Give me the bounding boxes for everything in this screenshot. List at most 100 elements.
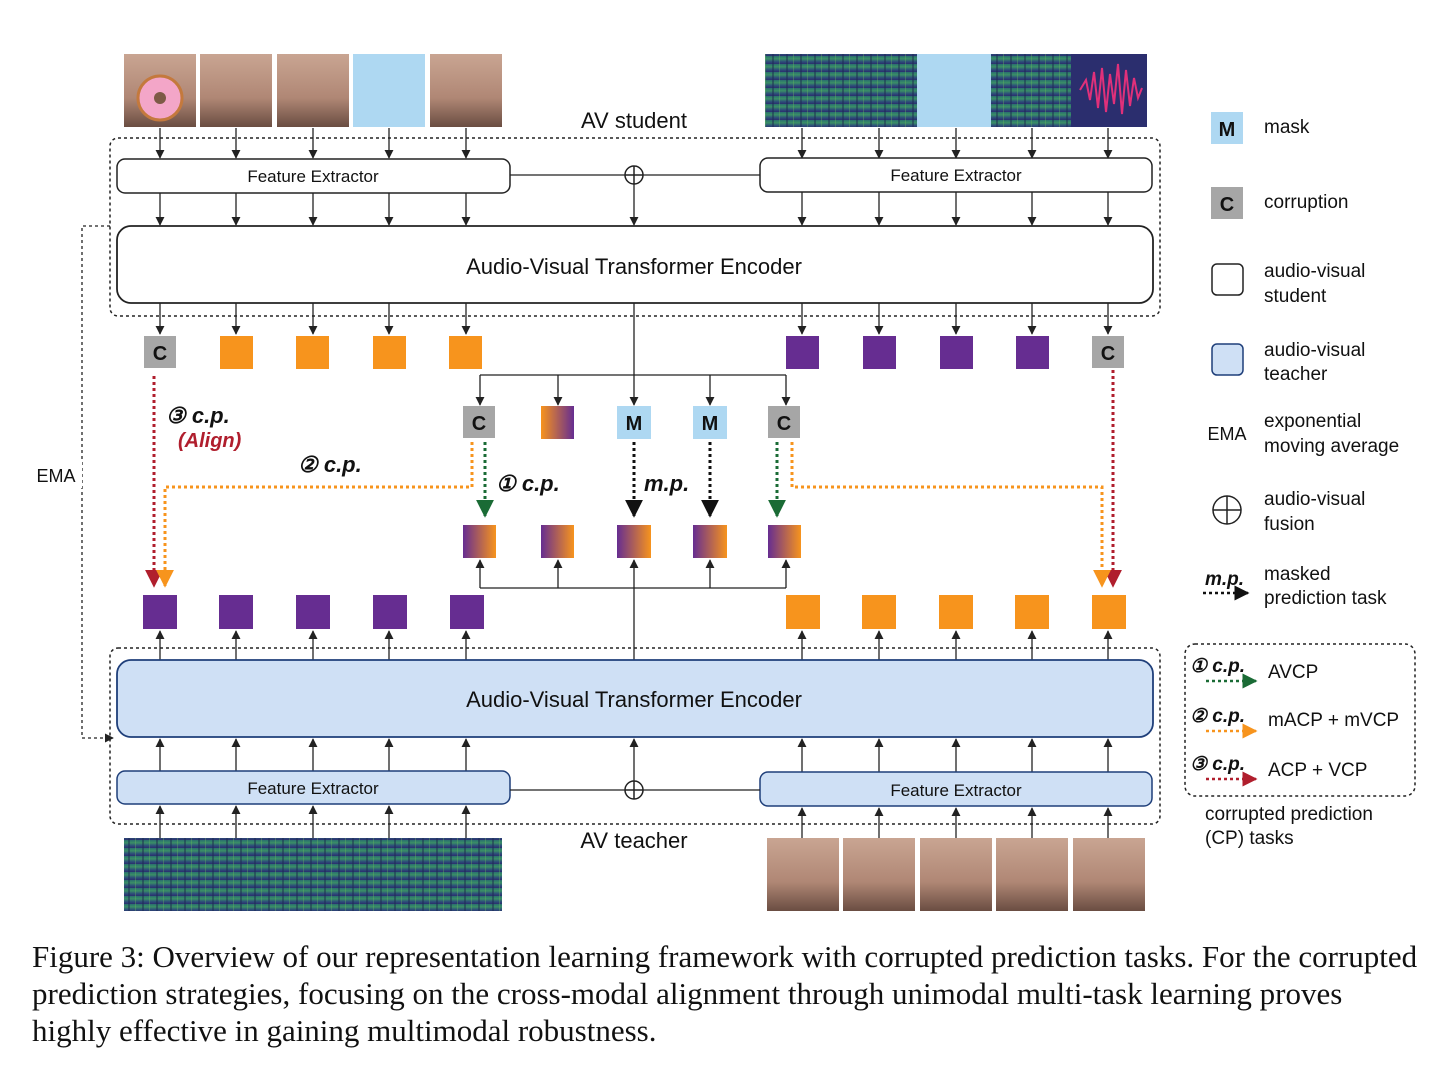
student-video-outputs: C — [144, 336, 482, 369]
av-student-label: AV student — [581, 108, 687, 133]
av-teacher-label: AV teacher — [580, 828, 687, 853]
audio-token — [786, 336, 819, 369]
fusion-icon — [624, 165, 644, 185]
video-token — [939, 595, 973, 629]
fused-token — [693, 525, 727, 558]
student-audio-spectrogram — [765, 54, 1147, 127]
teacher-boundary — [109, 647, 1161, 825]
masked-frame — [353, 54, 425, 127]
teacher-audio-outputs — [143, 595, 484, 629]
ema-arrow — [81, 225, 114, 743]
svg-text:moving average: moving average — [1264, 436, 1399, 457]
audio-token — [940, 336, 973, 369]
student-transformer-encoder — [116, 225, 1154, 304]
video-frame — [430, 54, 502, 127]
legend-mask-swatch — [1211, 112, 1243, 144]
feature-extractor-label: Feature Extractor — [247, 167, 379, 186]
fused-teacher-tokens — [463, 525, 801, 558]
fused-token — [541, 406, 574, 439]
corruption-token — [463, 406, 495, 438]
fused-token — [768, 525, 801, 558]
cp1-label: ① c.p. — [496, 471, 560, 496]
svg-text:corrupted prediction: corrupted prediction — [1205, 804, 1373, 825]
svg-text:corruption: corruption — [1264, 192, 1349, 213]
audio-token — [219, 595, 253, 629]
svg-text:M: M — [1219, 119, 1236, 141]
svg-text:C: C — [153, 343, 167, 365]
legend-corruption-swatch — [1211, 187, 1243, 219]
feature-extractor-label: Feature Extractor — [890, 781, 1022, 800]
video-token — [862, 595, 896, 629]
video-token — [1092, 595, 1126, 629]
svg-text:audio-visual: audio-visual — [1264, 261, 1365, 282]
teacher-video-frames — [767, 838, 1145, 911]
figure-caption: Figure 3: Overview of our representation… — [32, 939, 1418, 1048]
svg-text:M: M — [626, 413, 643, 435]
video-frame — [767, 838, 839, 911]
audio-token — [450, 595, 484, 629]
student-boundary — [109, 137, 1161, 317]
audio-token — [143, 595, 177, 629]
fused-branch — [475, 303, 791, 406]
video-token — [786, 595, 820, 629]
video-token — [373, 336, 406, 369]
svg-text:② c.p.: ② c.p. — [1190, 706, 1245, 727]
mask-token — [693, 406, 727, 439]
svg-text:① c.p.: ① c.p. — [1190, 656, 1245, 677]
video-frame — [277, 54, 349, 127]
svg-text:exponential: exponential — [1264, 411, 1361, 432]
align-label: (Align) — [178, 430, 242, 452]
ema-label: EMA — [36, 466, 75, 486]
legend-teacher-swatch — [1211, 343, 1244, 376]
svg-text:fusion: fusion — [1264, 514, 1315, 535]
video-frame — [843, 838, 915, 911]
cp3-label: ③ c.p. — [166, 403, 230, 428]
svg-text:teacher: teacher — [1264, 364, 1328, 385]
legend-student-swatch — [1211, 263, 1244, 296]
cp-tasks-box — [1184, 643, 1416, 797]
svg-text:C: C — [777, 413, 791, 435]
teacher-transformer-encoder — [116, 659, 1154, 738]
mask-token — [617, 406, 651, 439]
audio-token — [1016, 336, 1049, 369]
feature-extractor-label: Feature Extractor — [890, 166, 1022, 185]
svg-text:mACP + mVCP: mACP + mVCP — [1268, 710, 1399, 731]
prediction-arrows — [145, 370, 1122, 588]
svg-text:mask: mask — [1264, 117, 1310, 138]
video-frame — [200, 54, 272, 127]
svg-text:ACP + VCP: ACP + VCP — [1268, 760, 1367, 781]
svg-text:prediction task: prediction task — [1264, 588, 1387, 609]
framework-diagram: AV student Feature Extractor Feature Ext… — [36, 54, 1416, 911]
legend: M mask C corruption audio-visual student… — [1184, 112, 1416, 849]
svg-text:masked: masked — [1264, 564, 1331, 585]
corruption-token — [1092, 336, 1124, 368]
svg-text:M: M — [702, 413, 719, 435]
svg-text:EMA: EMA — [1207, 424, 1246, 444]
corruption-token — [144, 336, 176, 368]
fusion-icon — [624, 780, 644, 800]
student-video-frames — [124, 54, 502, 127]
encoder-label: Audio-Visual Transformer Encoder — [466, 254, 802, 279]
video-token — [220, 336, 253, 369]
video-token — [1015, 595, 1049, 629]
spectrogram-segment — [765, 54, 917, 127]
mp-label: m.p. — [644, 471, 689, 496]
fused-token — [541, 525, 574, 558]
video-token — [449, 336, 482, 369]
svg-text:audio-visual: audio-visual — [1264, 489, 1365, 510]
teacher-video-feature-extractor — [759, 771, 1153, 807]
spectrogram-segment — [991, 54, 1071, 127]
audio-token — [863, 336, 896, 369]
svg-text:C: C — [472, 413, 486, 435]
svg-text:student: student — [1264, 286, 1327, 307]
masked-segment — [917, 54, 991, 127]
fused-token — [617, 525, 651, 558]
cp2-label: ② c.p. — [298, 452, 362, 477]
video-frame — [920, 838, 992, 911]
corruption-token — [768, 406, 800, 438]
video-frame — [1073, 838, 1145, 911]
teacher-audio-feature-extractor — [116, 770, 511, 805]
svg-text:C: C — [1220, 194, 1234, 216]
student-audio-outputs: C — [786, 336, 1124, 369]
legend-fusion-icon — [1212, 495, 1242, 525]
